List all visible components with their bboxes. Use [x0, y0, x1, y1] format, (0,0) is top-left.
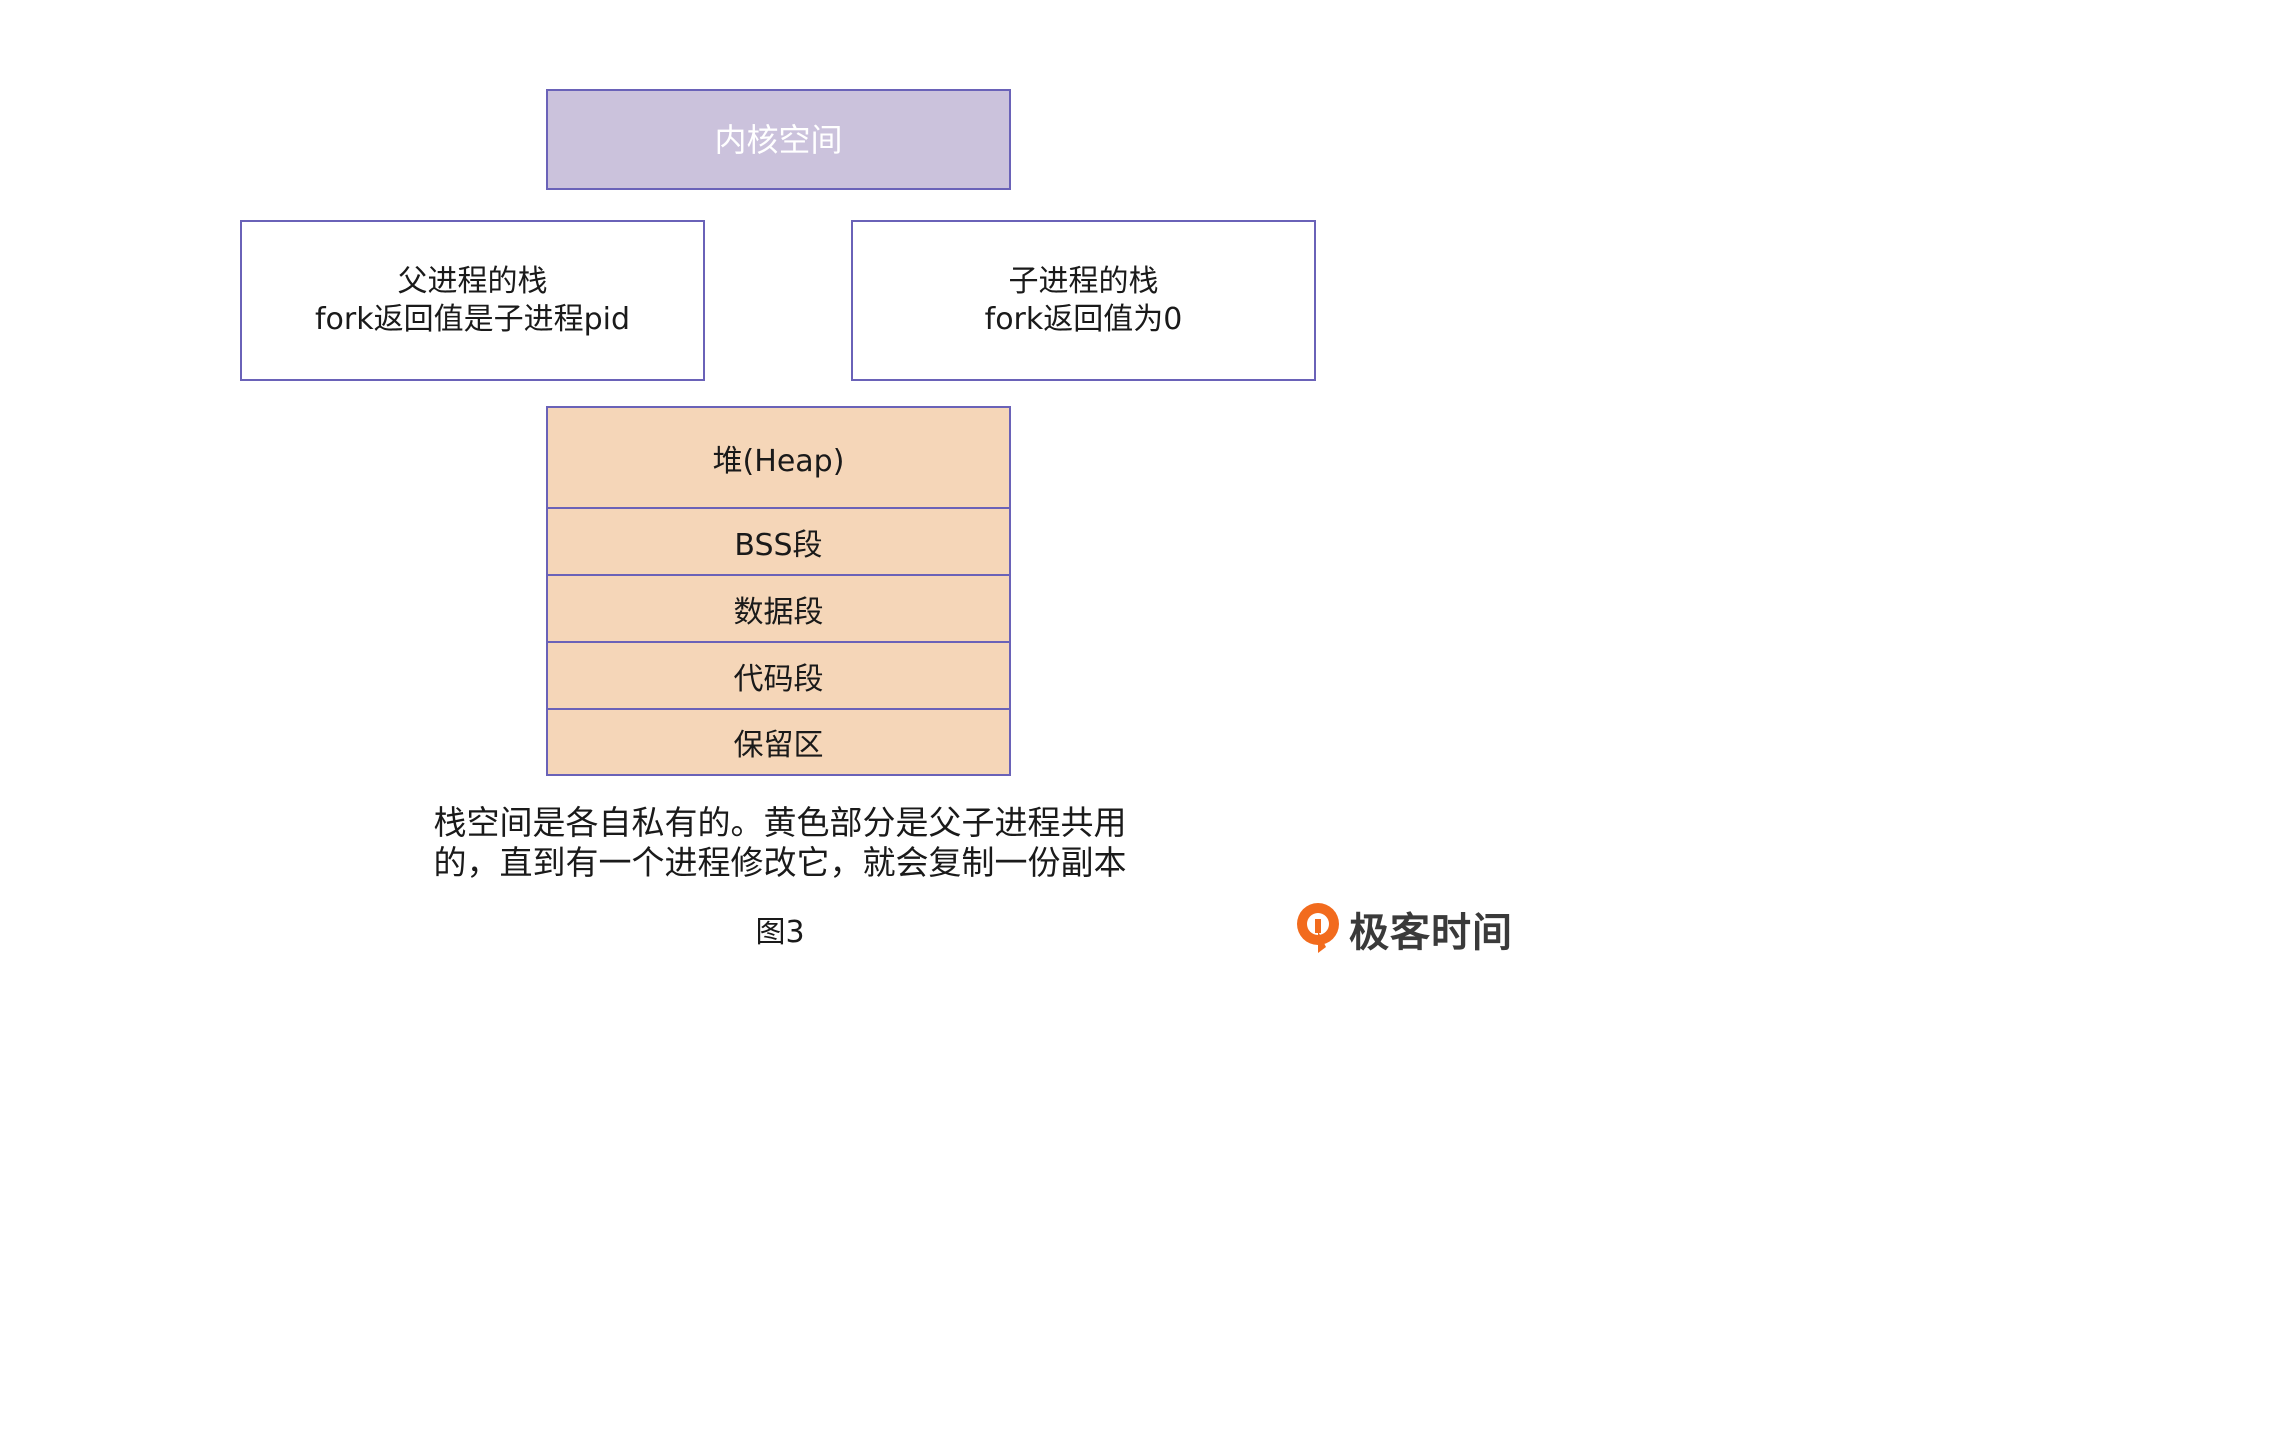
code-segment: 代码段	[548, 641, 1009, 708]
caption-line-2: 的，直到有一个进程修改它，就会复制一份副本	[433, 843, 1127, 882]
figure-label: 图3	[755, 915, 805, 950]
data-segment: 数据段	[548, 574, 1009, 641]
parent-stack-box: 父进程的栈 fork返回值是子进程pid	[240, 220, 705, 381]
heap-segment: 堆(Heap)	[548, 408, 1009, 507]
bss-segment: BSS段	[548, 507, 1009, 574]
reserved-segment-label: 保留区	[733, 728, 824, 763]
heap-segment-label: 堆(Heap)	[712, 443, 845, 479]
child-stack-fork-return: fork返回值为0	[984, 301, 1183, 337]
parent-stack-fork-return: fork返回值是子进程pid	[314, 301, 631, 337]
kernel-space-label: 内核空间	[714, 120, 843, 159]
parent-stack-title: 父进程的栈	[397, 264, 548, 299]
brand-name: 极客时间	[1349, 910, 1513, 956]
code-segment-label: 代码段	[733, 661, 824, 697]
brand-watermark: 极客时间	[1293, 900, 1513, 958]
shared-memory-block: 堆(Heap) BSS段 数据段 代码段 保留区	[546, 406, 1011, 776]
child-stack-box: 子进程的栈 fork返回值为0	[851, 220, 1316, 381]
figure-caption: 栈空间是各自私有的。黄色部分是父子进程共用 的，直到有一个进程修改它，就会复制一…	[400, 803, 1160, 883]
child-stack-title: 子进程的栈	[1008, 264, 1159, 299]
caption-line-1: 栈空间是各自私有的。黄色部分是父子进程共用	[433, 803, 1127, 842]
geektime-logo-icon	[1297, 903, 1339, 953]
kernel-space-box: 内核空间	[546, 89, 1011, 190]
bss-segment-label: BSS段	[734, 527, 823, 563]
reserved-segment: 保留区	[548, 708, 1009, 774]
data-segment-label: 数据段	[733, 594, 824, 630]
